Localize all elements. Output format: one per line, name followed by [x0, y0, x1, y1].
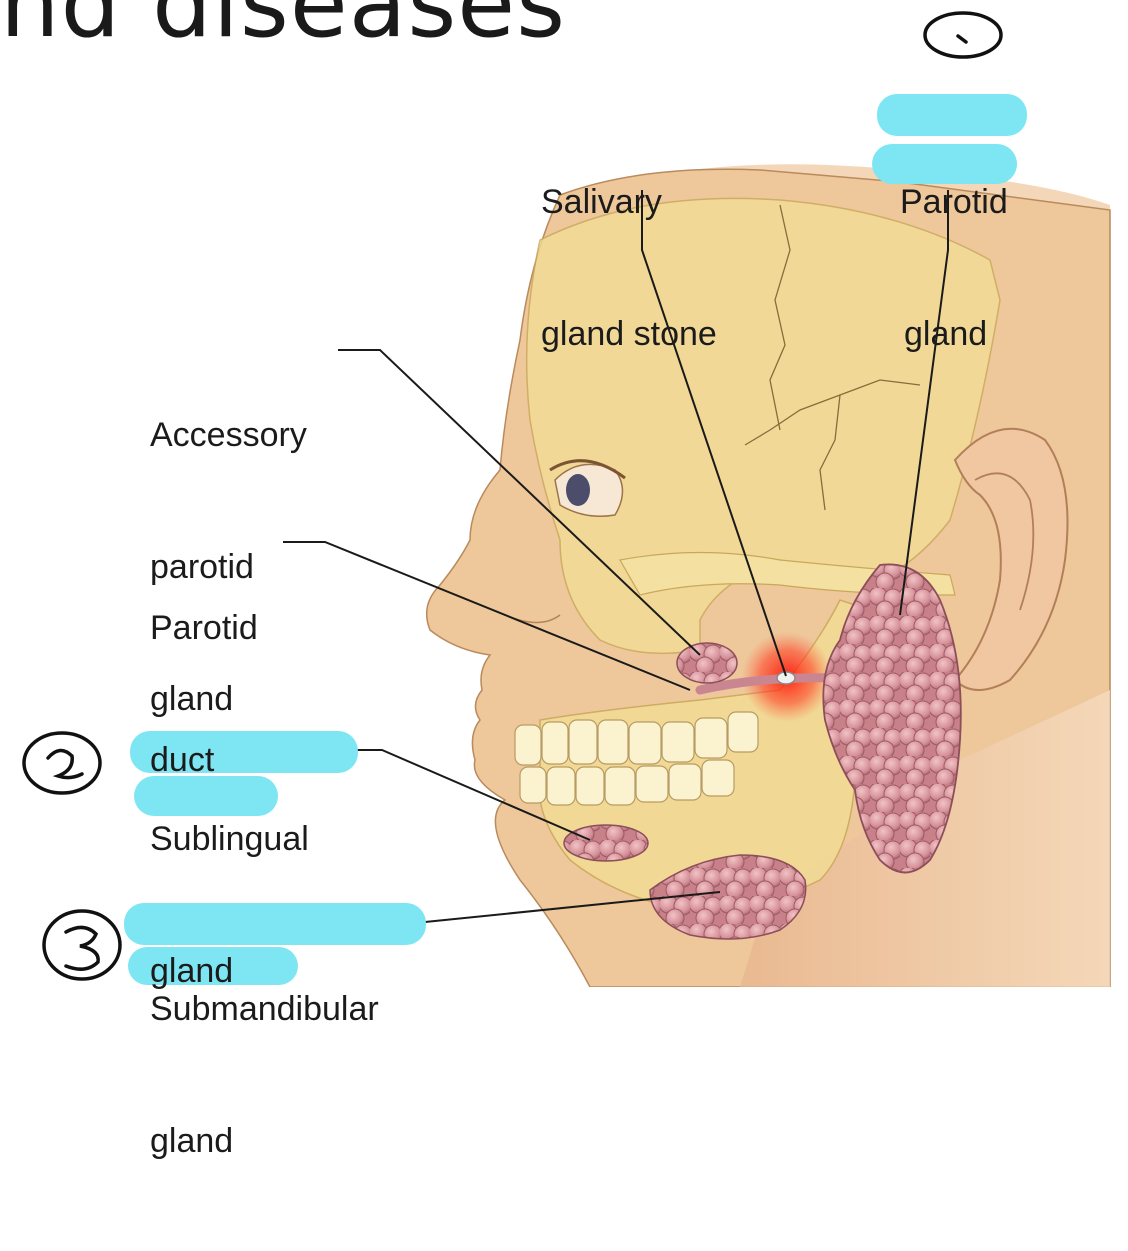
- label-submandibular-line-2: gland: [150, 1119, 379, 1163]
- diagram-canvas: nd diseases: [0, 0, 1128, 987]
- label-salivary-line-1: Salivary: [541, 180, 717, 224]
- label-accessory-line-1: Accessory: [150, 413, 307, 457]
- label-submandibular-gland: Submandibular gland: [150, 899, 379, 1251]
- circle-2-icon: [24, 733, 100, 793]
- sublingual-gland-shape: [564, 825, 648, 861]
- label-salivary-gland-stone: Salivary gland stone: [541, 92, 717, 444]
- label-duct-line-1: Parotid: [150, 606, 258, 650]
- eye-iris: [566, 474, 590, 506]
- label-salivary-line-2: gland stone: [541, 312, 717, 356]
- label-parotid-line-2: gland: [900, 312, 1008, 356]
- circle-3-glyph: [66, 927, 98, 969]
- label-parotid-gland: Parotid gland: [900, 92, 1008, 444]
- label-sublingual-line-1: Sublingual: [150, 817, 309, 861]
- label-submandibular-line-1: Submandibular: [150, 987, 379, 1031]
- circle-1-glyph: [958, 36, 966, 42]
- accessory-parotid-gland-shape: [677, 643, 737, 683]
- circle-1-icon: [925, 13, 1001, 57]
- circle-2-glyph: [48, 750, 82, 777]
- label-parotid-line-1: Parotid: [900, 180, 1008, 224]
